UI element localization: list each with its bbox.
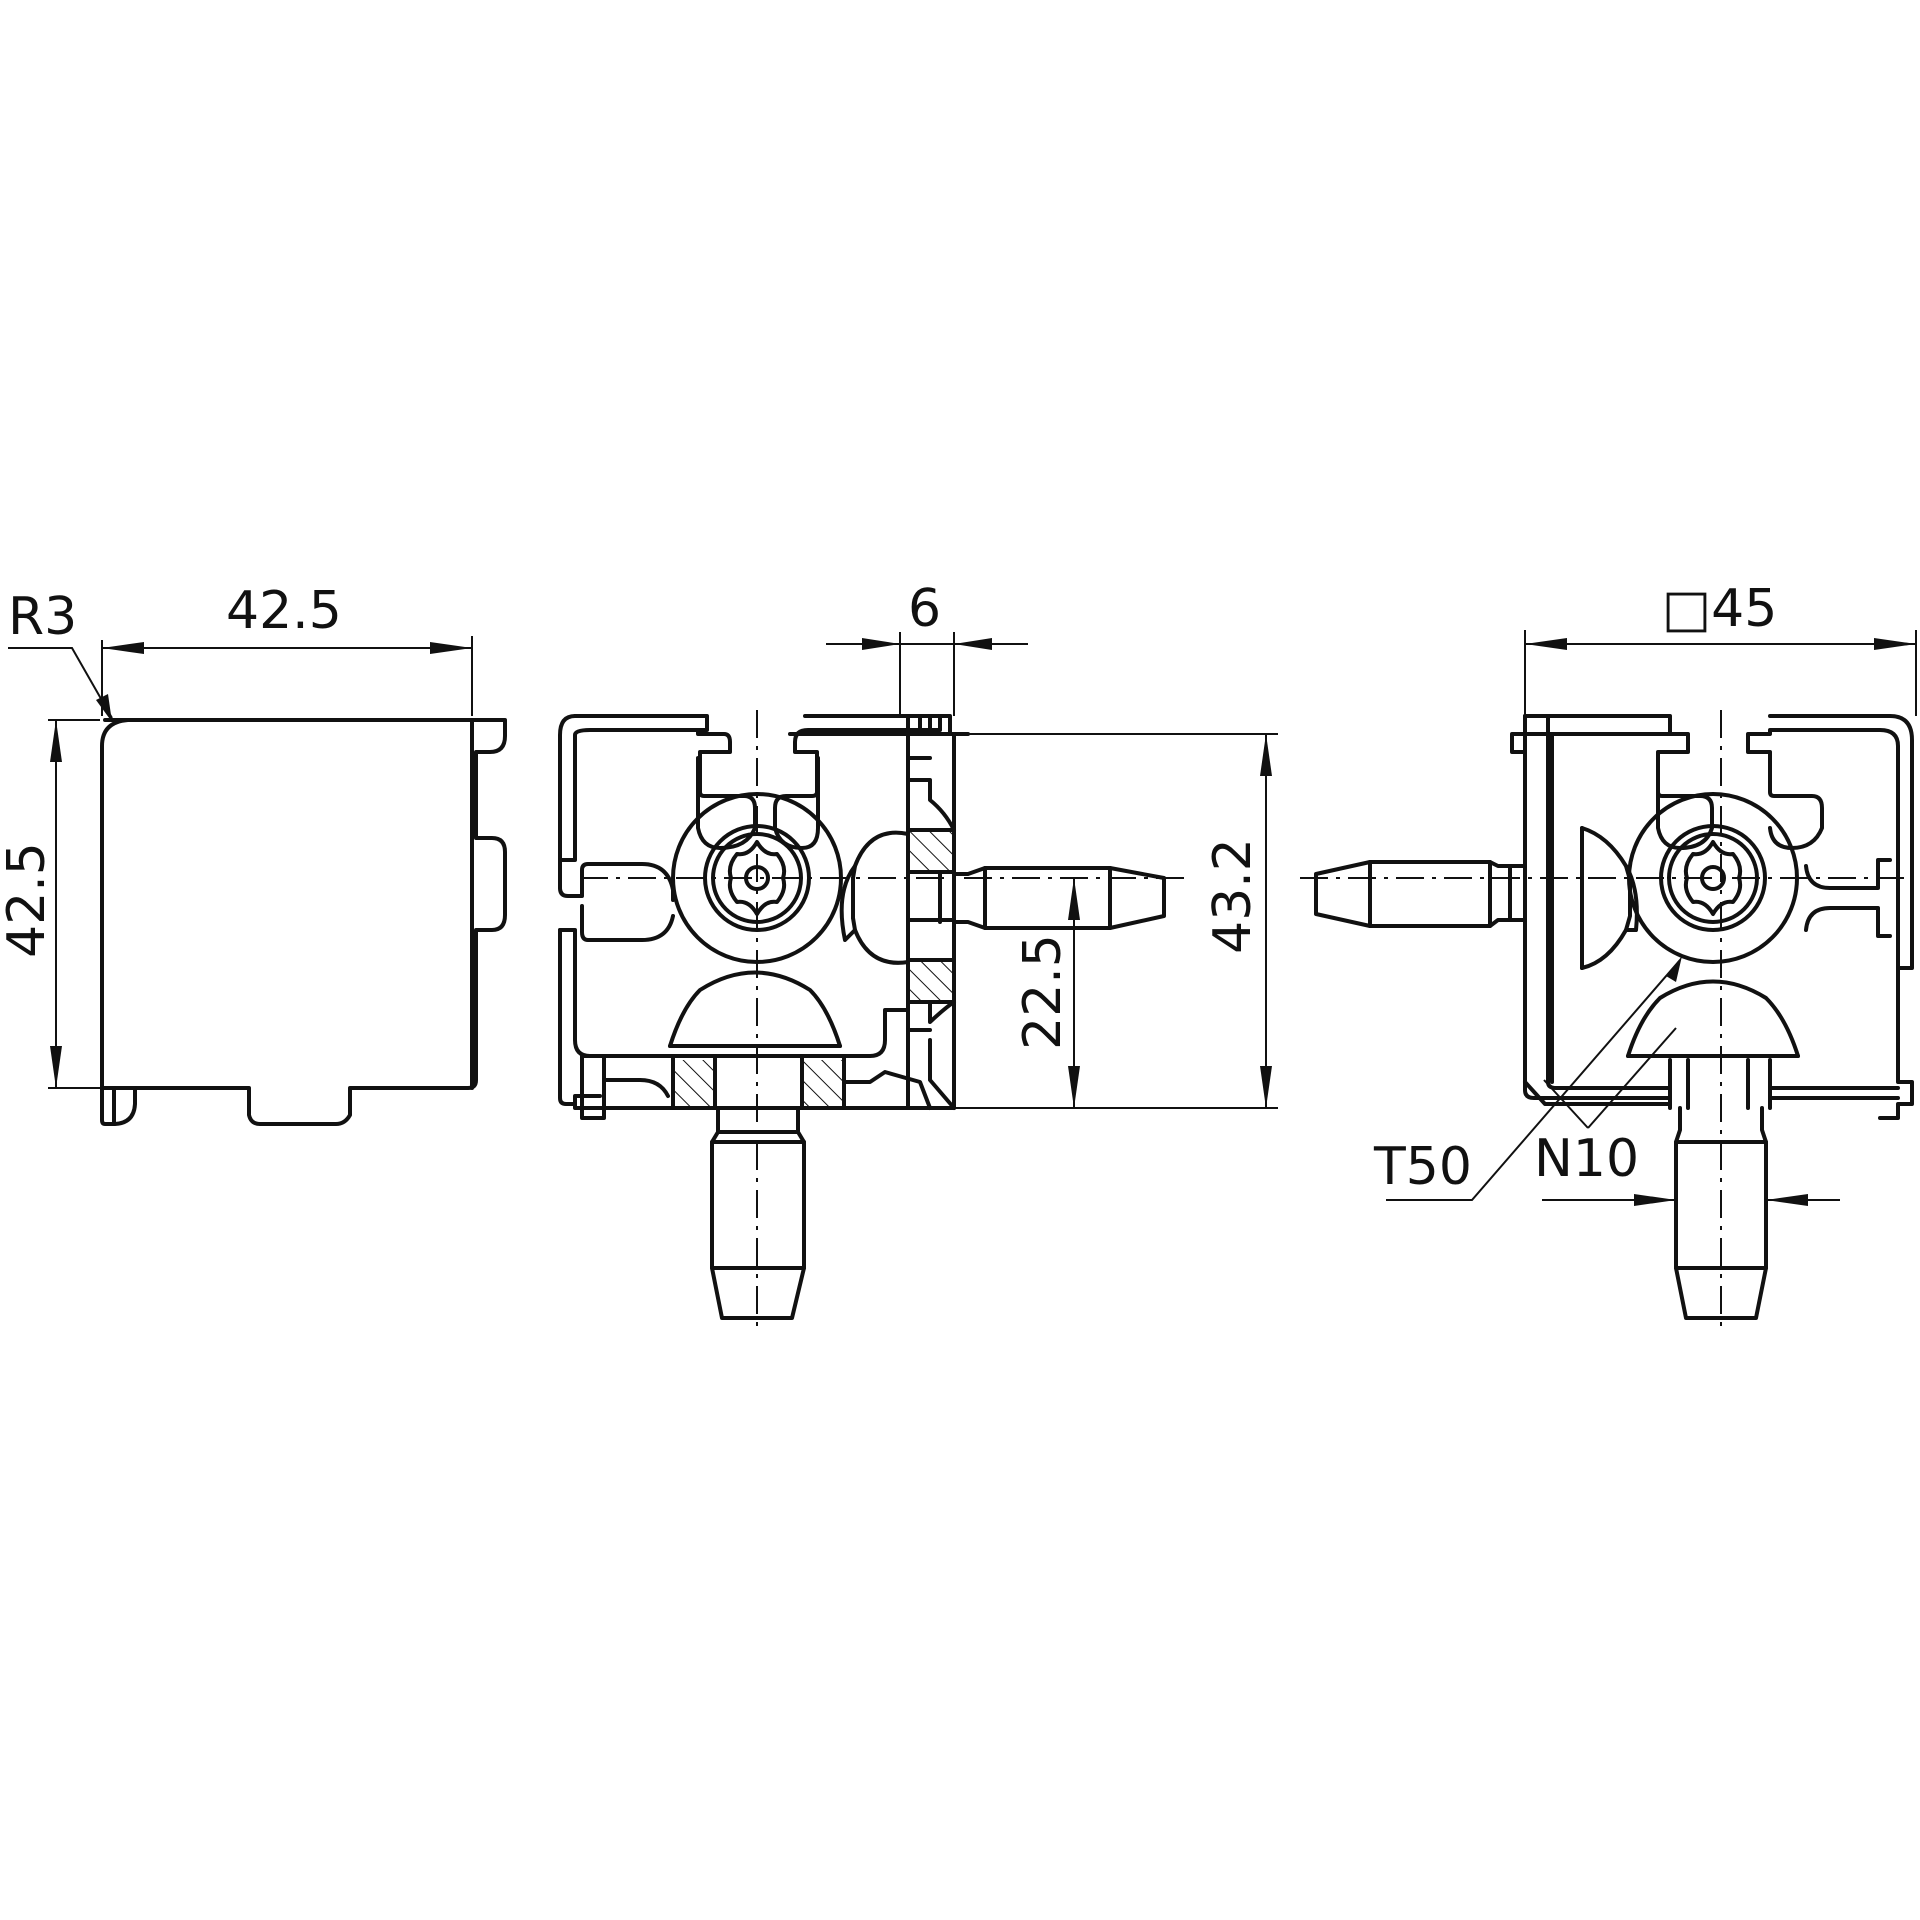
center-lines xyxy=(580,710,1910,1330)
left-view-cover xyxy=(100,718,507,1126)
dim-width-left-label: 42.5 xyxy=(226,581,342,641)
dim-offset-label: 22.5 xyxy=(1013,934,1073,1050)
cover-outline xyxy=(100,718,507,1126)
middle-view-connector xyxy=(558,714,1166,1320)
dim-radius-label: R3 xyxy=(8,587,77,647)
dim-height-left-label: 42.5 xyxy=(0,842,57,958)
right-view-connector xyxy=(1314,714,1914,1320)
torx-size-label: T50 xyxy=(1373,1137,1472,1197)
dim-height-mid-label: 43.2 xyxy=(1203,838,1263,954)
wrench-size-label: N10 xyxy=(1534,1129,1639,1189)
dim-thickness-label: 6 xyxy=(908,579,941,639)
dimension-lines xyxy=(8,630,1917,1206)
dim-square-label: □45 xyxy=(1662,579,1777,639)
